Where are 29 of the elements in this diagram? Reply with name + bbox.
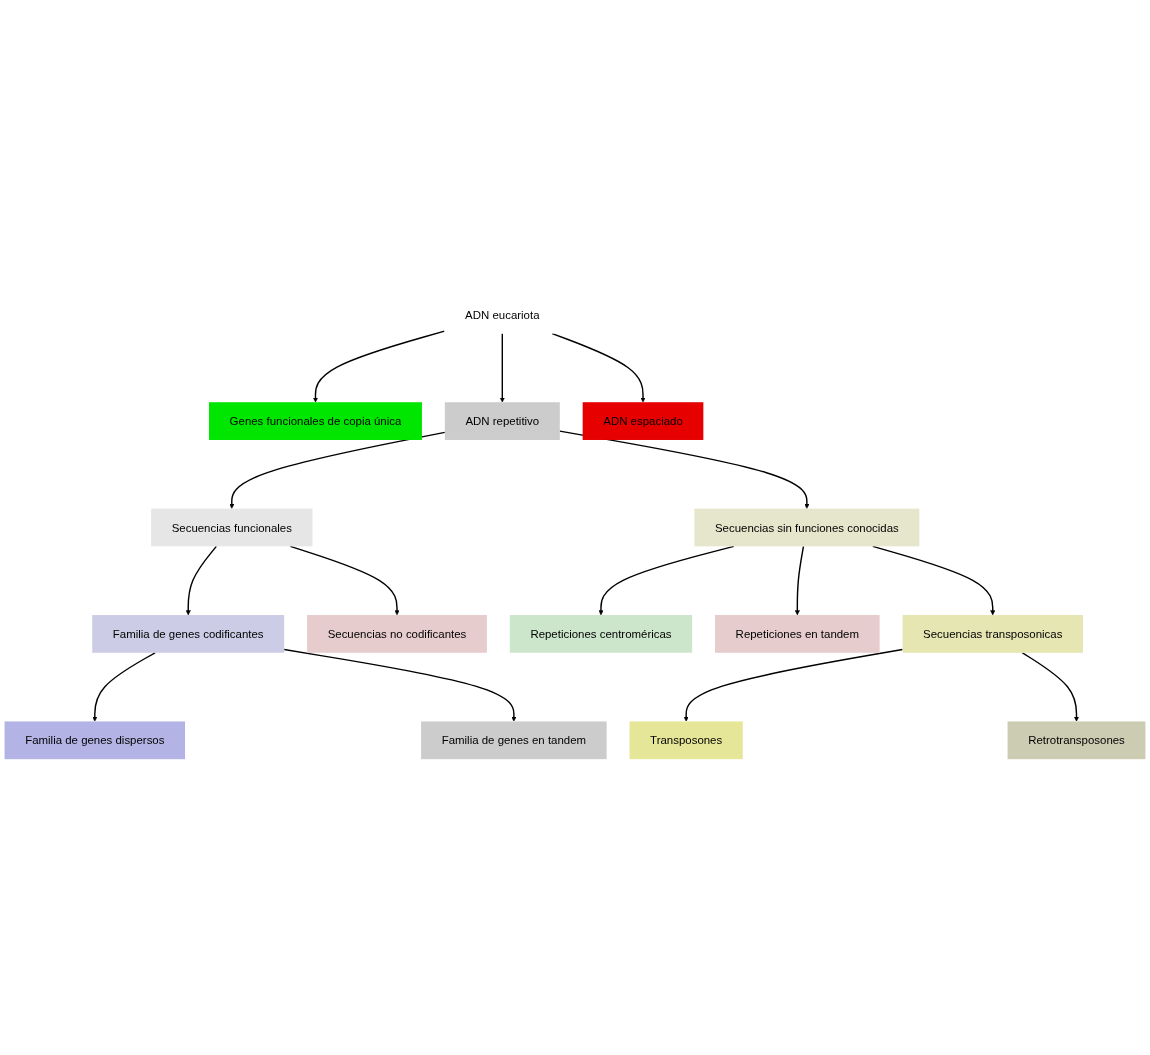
arrow	[229, 431, 446, 509]
arrow	[185, 545, 218, 616]
arrow	[683, 648, 904, 722]
node-box: Secuencias transposonicas	[902, 615, 1083, 653]
arrow	[794, 545, 805, 616]
node-box: ADN espaciado	[582, 402, 704, 440]
arrow	[283, 648, 517, 722]
node-box: ADN repetitivo	[444, 402, 560, 440]
arrow	[872, 545, 996, 616]
node-box: Secuencias funcionales	[151, 508, 313, 547]
arrow	[551, 332, 646, 403]
node-box: Repeticiones en tandem	[715, 615, 880, 653]
arrow	[598, 545, 735, 616]
arrow	[312, 330, 446, 403]
arrow	[559, 430, 810, 509]
arrow	[1021, 652, 1079, 722]
node-box: Secuencias sin funciones conocidas	[694, 508, 920, 547]
node-box: Familia de genes en tandem	[421, 721, 607, 760]
arrow	[289, 545, 400, 616]
node-box: Repeticiones centroméricas	[509, 615, 693, 653]
node-box: Familia de genes dispersos	[4, 721, 186, 760]
arrow	[499, 332, 505, 403]
node-box: Transposones	[629, 721, 743, 760]
node-box: Retrotransposones	[1007, 721, 1146, 760]
node-box: Genes funcionales de copia única	[209, 402, 422, 440]
arrow	[92, 652, 156, 722]
node-box: Secuencias no codificantes	[307, 615, 487, 653]
node-box: Familia de genes codificantes	[92, 615, 285, 653]
node-text: ADN eucariota	[465, 308, 540, 321]
